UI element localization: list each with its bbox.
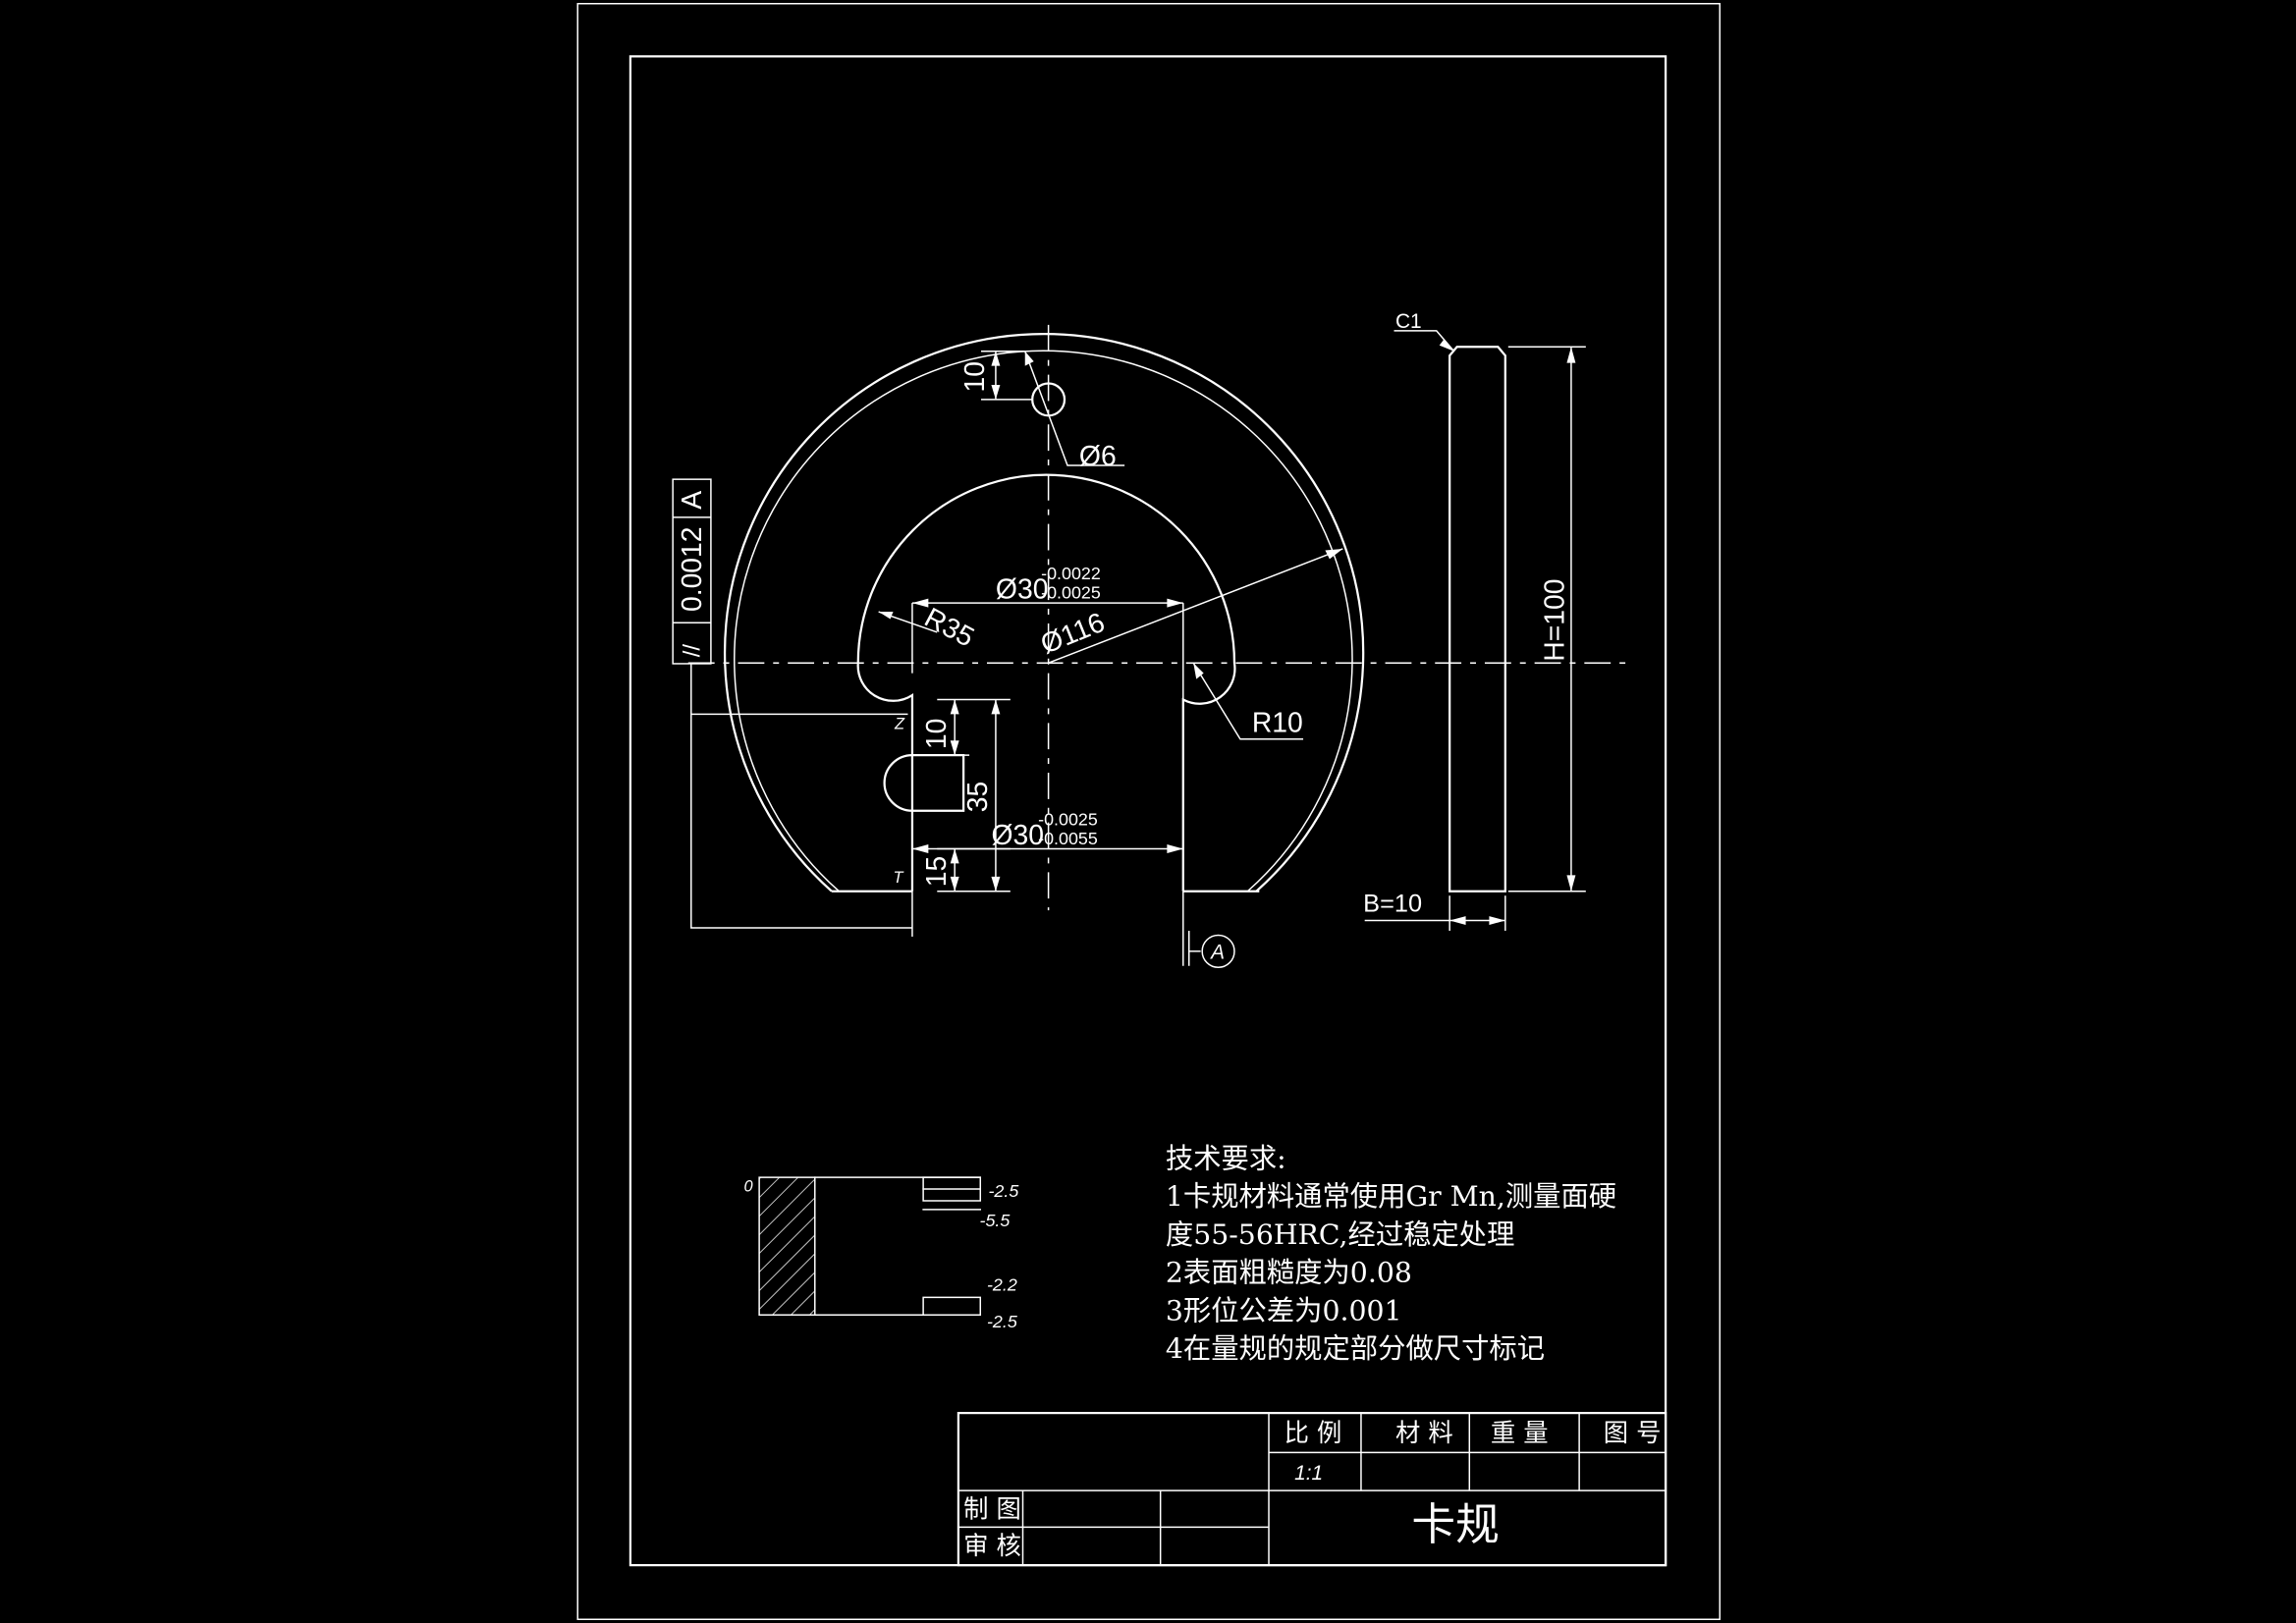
go-lower-deviation: -0.0025 — [1041, 583, 1101, 603]
tolerance-symbol: // — [680, 644, 706, 658]
gauge-side-view — [1364, 330, 1586, 931]
go-size-label: Ø30 — [996, 574, 1049, 606]
parallelism-tolerance-frame — [672, 478, 712, 665]
title-block — [957, 1411, 1667, 1567]
thickness-label: B=10 — [1363, 891, 1422, 918]
title-block-material-label: 材 料 — [1395, 1418, 1453, 1447]
tech-requirements-heading: 技术要求: — [1166, 1142, 1286, 1174]
tech-requirement-line-3: 2表面粗糙度为0.08 — [1166, 1257, 1412, 1289]
inner-opening-contour — [856, 473, 1236, 892]
tech-requirement-line-4: 3形位公差为0.001 — [1166, 1294, 1402, 1326]
tech-requirement-line-5: 4在量规的规定部分做尺寸标记 — [1166, 1332, 1545, 1365]
drawing-title: 卡规 — [1411, 1498, 1499, 1550]
tech-requirements: 技术要求: 1卡规材料通常使用Gr Mn,测量面硬 度55-56HRC,经过稳定… — [1166, 1142, 1616, 1365]
front-dimension-lines — [690, 350, 1343, 968]
hole-offset-label: 10 — [959, 361, 991, 392]
mark-t: T — [894, 869, 904, 887]
bottom-gap-label: 15 — [921, 856, 953, 887]
outer-diameter-label: Ø116 — [1036, 607, 1109, 661]
go-upper-deviation: -0.0022 — [1041, 564, 1101, 583]
section-value-3: -2.2 — [987, 1275, 1017, 1295]
nogo-size-label: Ø30 — [991, 820, 1044, 851]
gauge-front-view — [687, 324, 1633, 911]
tech-requirement-line-1: 1卡规材料通常使用Gr Mn,测量面硬 — [1166, 1180, 1616, 1213]
inner-radius-label: R35 — [919, 602, 979, 654]
tolerance-value: 0.0012 — [677, 526, 708, 612]
tolerance-datum: A — [677, 491, 708, 510]
tech-requirement-line-2: 度55-56HRC,经过稳定处理 — [1166, 1218, 1515, 1251]
datum-a-label: A — [1209, 941, 1225, 963]
relief-slot — [883, 753, 965, 812]
title-block-scale-label: 比 例 — [1285, 1418, 1342, 1447]
mark-z: Z — [894, 715, 905, 732]
outer-contour-arc — [724, 333, 1365, 893]
section-zero-mark: 0 — [743, 1177, 752, 1195]
title-block-weight-label: 重 量 — [1491, 1418, 1549, 1447]
title-block-checked-label: 审 核 — [963, 1531, 1021, 1560]
hole-diameter-label: Ø6 — [1079, 441, 1117, 472]
slot-depth-label: 35 — [962, 782, 994, 812]
section-value-2: -5.5 — [980, 1211, 1011, 1230]
section-detail-view — [758, 1176, 982, 1316]
nogo-upper-deviation: -0.0025 — [1038, 810, 1098, 830]
chamfer-label: C1 — [1395, 310, 1422, 333]
section-value-4: -2.5 — [987, 1312, 1017, 1331]
section-hatched-area — [758, 1176, 816, 1316]
height-label: H=100 — [1539, 579, 1570, 662]
outer-contour-inner-arc — [734, 350, 1353, 893]
side-view-arrowheads — [1439, 339, 1576, 926]
title-block-drawing-no-label: 图 号 — [1604, 1418, 1662, 1447]
outer-sheet-border — [576, 2, 1722, 1621]
corner-radius-label: R10 — [1252, 707, 1303, 738]
title-block-drawn-label: 制 图 — [963, 1494, 1021, 1524]
title-block-scale-value: 1:1 — [1294, 1462, 1323, 1485]
dimension-arrowheads — [878, 351, 1343, 892]
section-value-1: -2.5 — [988, 1181, 1018, 1201]
side-view-outline — [1449, 346, 1506, 893]
nogo-lower-deviation: -0.0055 — [1038, 829, 1098, 848]
slot-width-label: 10 — [921, 719, 953, 749]
